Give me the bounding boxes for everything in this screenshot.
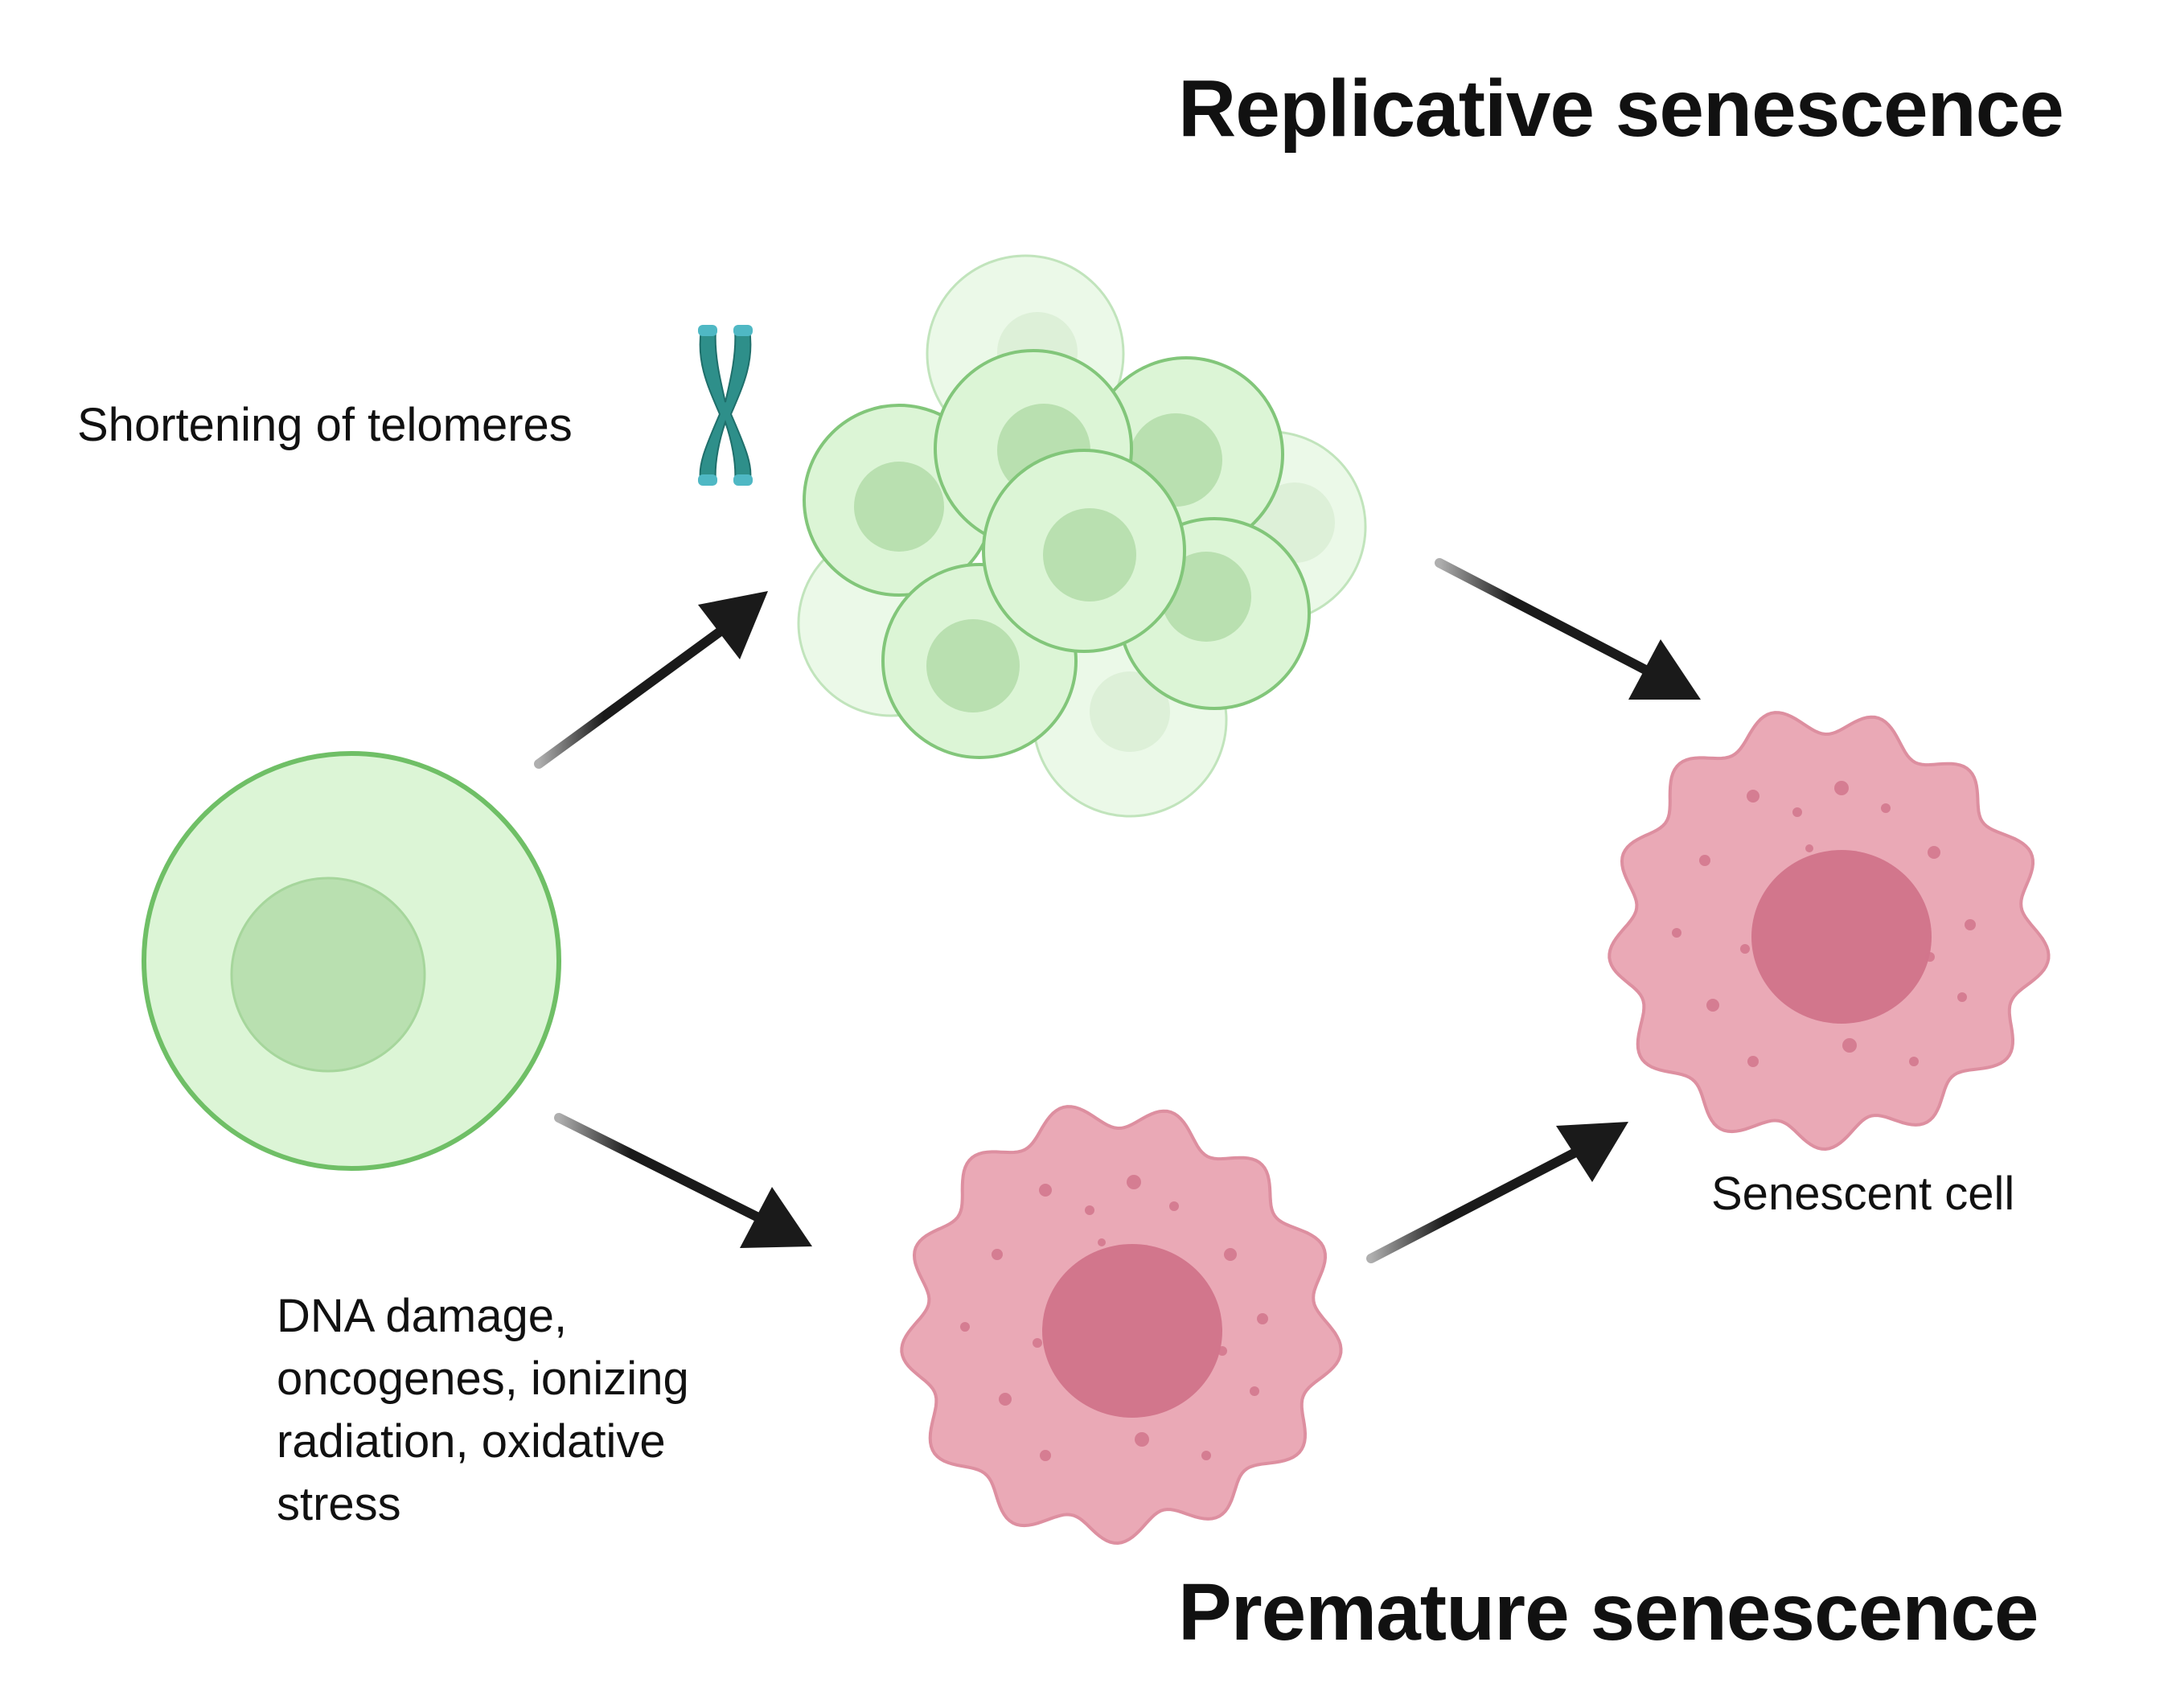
premature-senescent-cell	[900, 1105, 1343, 1546]
proliferating-cell-cluster	[797, 254, 1367, 818]
senescent-cell	[1608, 711, 2051, 1152]
arrow-icon	[1366, 1122, 1628, 1263]
label-senescent-cell: Senescent cell	[1711, 1168, 2015, 1220]
cluster-cell	[982, 449, 1186, 653]
chromosome-icon	[698, 325, 753, 486]
arrow-icon	[554, 1113, 812, 1248]
title-replicative-senescence: Replicative senescence	[1178, 64, 2064, 154]
label-stressors: DNA damage, oncogenes, ionizing radiatio…	[277, 1290, 689, 1530]
healthy-cell	[142, 751, 561, 1171]
arrow-icon	[534, 591, 768, 769]
arrow-icon	[1435, 558, 1701, 700]
label-telomere-shortening: Shortening of telomeres	[77, 399, 573, 451]
title-premature-senescence: Premature senescence	[1178, 1567, 2039, 1657]
